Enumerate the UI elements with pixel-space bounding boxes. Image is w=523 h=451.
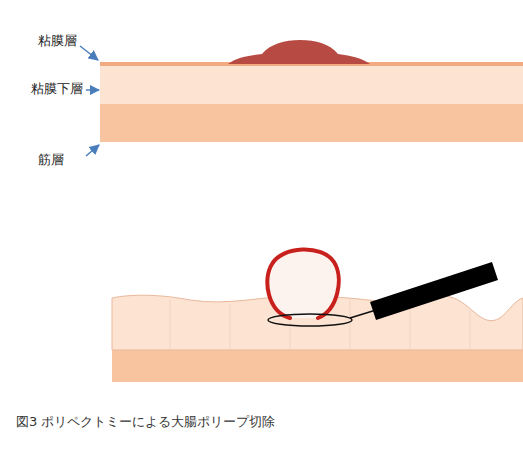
polyp xyxy=(228,40,370,64)
polyp-outline xyxy=(267,249,338,318)
leader-arrow xyxy=(86,145,99,156)
figure-caption: 図3 ポリペクトミーによる大腸ポリープ切除 xyxy=(16,414,275,430)
snare-loop xyxy=(268,314,352,326)
snare-sheath xyxy=(370,262,498,320)
leader-arrow xyxy=(80,46,98,60)
layer-label: 粘膜下層 xyxy=(31,81,83,97)
muscle-layer xyxy=(112,350,523,382)
snare-wire xyxy=(350,310,376,318)
submucosa-layer xyxy=(100,66,523,104)
muscle-layer xyxy=(100,104,523,142)
layer-label: 筋層 xyxy=(38,152,64,168)
layer-label: 粘膜層 xyxy=(38,33,77,49)
leader-arrow xyxy=(86,89,99,91)
